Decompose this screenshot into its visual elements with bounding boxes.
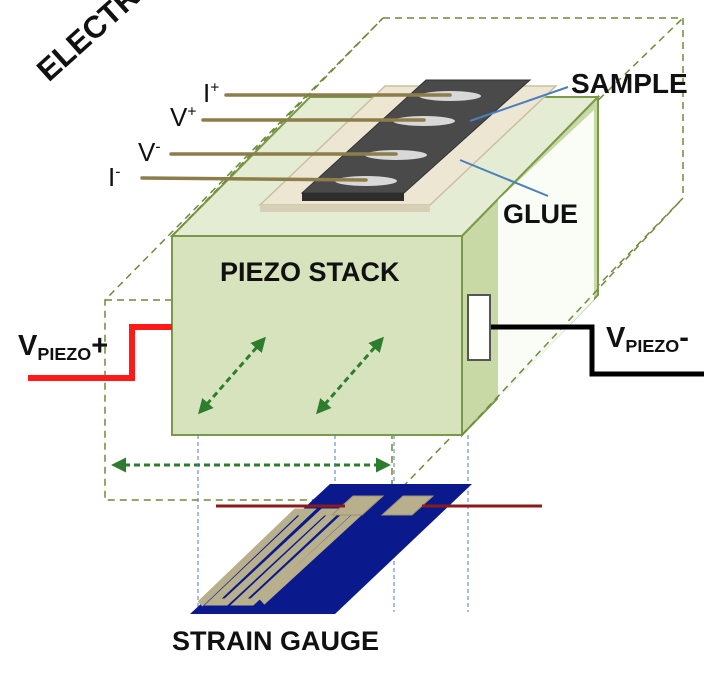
glue-pointer-line	[459, 159, 549, 197]
negative-contact-plate	[467, 294, 491, 361]
electrode-letter: I	[203, 78, 211, 108]
front-dashed-outline	[171, 17, 684, 436]
strain-arrows	[111, 336, 391, 473]
electrode-sign: -	[115, 163, 121, 181]
strain-gauge	[190, 484, 542, 614]
v-piezo-minus-sign: -	[679, 322, 689, 354]
sample-label: SAMPLE	[571, 68, 688, 99]
v-piezo-minus-label: VPIEZO-	[606, 322, 689, 355]
electrode-letter: V	[170, 102, 188, 132]
electrode-sign: -	[155, 138, 161, 156]
v-piezo-plus-label: VPIEZO+	[18, 330, 108, 363]
v-piezo-minus-sub: PIEZO	[625, 336, 680, 357]
electrode-label-i-minus: I-	[108, 162, 120, 193]
electrode-label-v-plus: V+	[170, 102, 196, 133]
electrode-letter: V	[138, 137, 156, 167]
electrode-wire-i-minus	[140, 176, 368, 182]
gauge-pad-right	[380, 495, 435, 516]
sample-pointer-line	[469, 86, 569, 122]
electrode-label-i-plus: I+	[203, 78, 219, 109]
strain-arrow-left	[198, 336, 266, 415]
electrode-label-v-minus: V-	[138, 137, 161, 168]
strain-arrow-right	[316, 336, 384, 415]
electrode-sign: +	[210, 79, 220, 97]
electrode-wires	[140, 93, 452, 182]
gauge-pad-left	[330, 495, 385, 516]
v-piezo-minus-main: V	[606, 322, 626, 354]
v-piezo-plus-sub: PIEZO	[37, 344, 92, 365]
v-piezo-plus-main: V	[18, 330, 38, 362]
electrode-sign: +	[187, 103, 197, 121]
negative-lead-wire	[482, 324, 704, 377]
electrode-letter: I	[108, 162, 116, 192]
glue-label: GLUE	[503, 199, 579, 229]
piezo-stack-label: PIEZO STACK	[220, 257, 400, 287]
v-piezo-plus-sign: +	[91, 330, 109, 362]
positive-lead-wire	[28, 324, 172, 381]
strain-gauge-label: STRAIN GAUGE	[172, 626, 380, 656]
